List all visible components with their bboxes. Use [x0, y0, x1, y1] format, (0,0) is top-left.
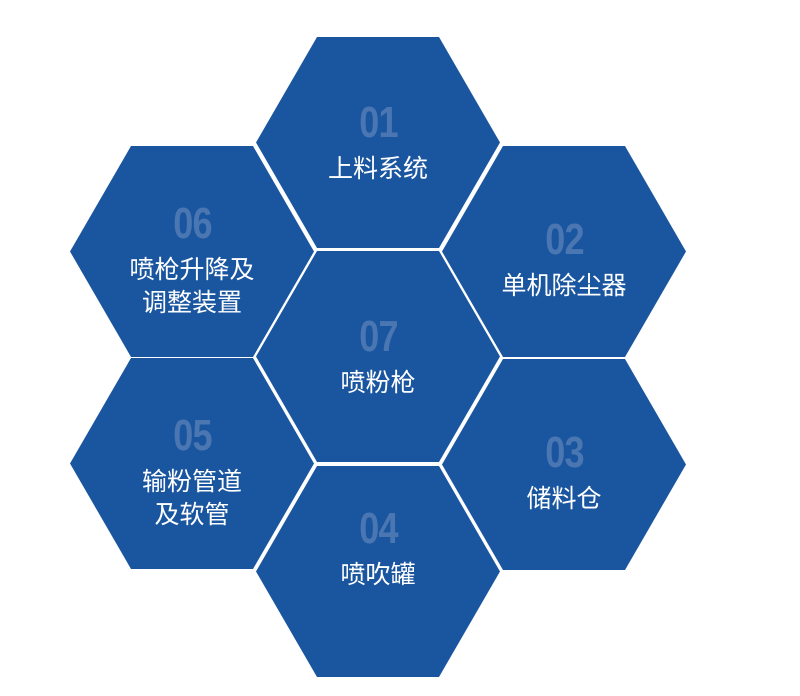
hexagon-number: 06	[172, 198, 212, 248]
hexagon-label-line-1: 输粉管道	[141, 466, 242, 496]
hexagon-05-powder-pipe-hose: 05 输粉管道 及软管	[70, 358, 314, 569]
hexagon-shape	[256, 37, 500, 248]
hexagon-number: 01	[358, 98, 398, 147]
hexagon-label-line-1: 喷枪升降及	[129, 254, 255, 284]
hexagon-number: 05	[172, 410, 212, 460]
hexagon-shape	[256, 466, 500, 677]
hexagon-02-dust-collector: 02 单机除尘器	[442, 146, 686, 357]
hexagon-07-powder-lance: 07 喷粉枪	[256, 251, 500, 462]
hexagon-number: 03	[544, 428, 584, 477]
hexagon-01-feeding-system: 01 上料系统	[256, 37, 500, 248]
hexagon-shape	[70, 358, 314, 569]
hexagon-label: 喷吹罐	[340, 560, 416, 589]
hexagon-number: 04	[358, 504, 398, 553]
hexagon-06-lance-lifting-adjustment: 06 喷枪升降及 调整装置	[70, 146, 314, 357]
hexagon-number: 02	[544, 215, 584, 264]
hexagon-label: 单机除尘器	[501, 271, 627, 300]
hexagon-shape	[442, 146, 686, 357]
hexagon-label: 喷粉枪	[340, 368, 416, 397]
hexagon-shape	[256, 251, 500, 462]
hexagon-number: 07	[358, 312, 398, 361]
hexagon-label-line-2: 及软管	[154, 499, 230, 529]
hexagon-shape	[70, 146, 314, 357]
hexagon-04-injection-tank: 04 喷吹罐	[256, 466, 500, 677]
hexagon-label: 储料仓	[526, 484, 602, 513]
hexagon-03-storage-bin: 03 储料仓	[442, 359, 686, 570]
hexagon-label: 上料系统	[327, 154, 428, 183]
hexagon-label-line-2: 调整装置	[141, 287, 242, 317]
hexagon-shape	[442, 359, 686, 570]
